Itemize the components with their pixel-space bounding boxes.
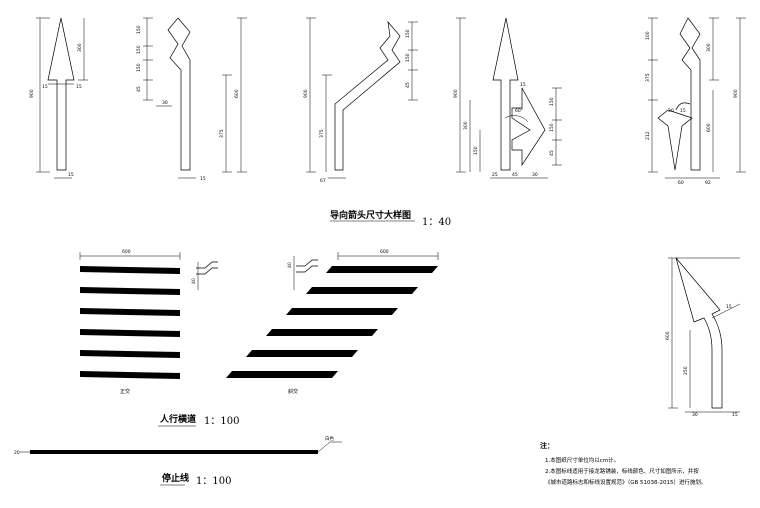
detail-arrow-w2: 30	[692, 412, 698, 418]
stopline: 20 白色	[14, 435, 342, 456]
crosswalk-bar	[306, 287, 418, 294]
crosswalk-skew-bars	[226, 266, 438, 378]
notes-line2: 2.本图标线适用于接龙路铺装，标线颜色、尺寸如图所示，并按	[545, 467, 699, 475]
arrow4-side1: 150	[549, 97, 555, 106]
arrow3-stem: 67	[320, 178, 326, 184]
crosswalk-bar	[80, 350, 180, 358]
arrow1-total: 900	[29, 89, 35, 98]
arrow3-seg1: 150	[405, 29, 411, 38]
arrow5-mid1: 60	[678, 180, 684, 186]
arrow1-head-half2: 15	[76, 84, 82, 90]
arrow-straight: 900 300 15 15 15	[29, 17, 88, 179]
arrow-turn-left: 150 150 150 45 30 375 600 15	[136, 17, 247, 182]
crosswalk-title: 人行横道	[159, 413, 196, 425]
arrow1-head-half: 15	[42, 84, 48, 90]
arrow4-head-w: 15	[520, 82, 526, 88]
arrow5-mid2: 92	[705, 180, 711, 186]
arrow4-lower: 300	[463, 121, 469, 130]
crosswalk-bar	[80, 329, 180, 337]
arrow3-total: 900	[303, 89, 309, 98]
arrow2-offset: 30	[162, 100, 168, 106]
stopline-scale: 1：100	[196, 476, 231, 487]
arrow1-stem: 15	[68, 172, 74, 178]
crosswalk-skew: 600 40 斜交	[226, 249, 439, 395]
crosswalk-gap1: 40	[191, 278, 197, 284]
arrow-u-turn: 100 375 212 300 600 900 30 15 60 92	[645, 17, 746, 186]
crosswalk-bar	[286, 308, 398, 315]
stopline-left-dim: 20	[14, 450, 20, 456]
crosswalk-straight-label: 正交	[120, 388, 130, 395]
stopline-title: 停止线	[162, 472, 189, 484]
arrow2-total: 600	[234, 89, 240, 98]
arrow4-b2: 45	[512, 172, 518, 178]
arrow3-lower: 375	[319, 129, 325, 138]
arrow4-b1: 25	[492, 172, 498, 178]
arrow2-seg1: 150	[136, 25, 142, 34]
arrow2-seg3: 150	[136, 63, 142, 72]
crosswalk-width1: 600	[122, 249, 131, 255]
arrow4-total: 900	[453, 89, 459, 98]
arrow5-w2: 15	[680, 108, 686, 114]
arrow2-lower: 375	[219, 129, 225, 138]
notes-line1: 1.本图纸尺寸单位均以cm计。	[545, 456, 619, 464]
notes-line3: 《城市道路标志和标线设置规范》（GB 51038-2015）进行施划。	[545, 478, 707, 486]
arrow4-b3: 30	[532, 172, 538, 178]
detail-arrow-w3: 15	[732, 412, 738, 418]
arrow5-left-total: 900	[733, 89, 739, 98]
arrow4-side3: 45	[549, 150, 555, 156]
arrow5-right-top: 300	[706, 43, 712, 52]
crosswalk-scale: 1：100	[204, 416, 239, 427]
crosswalk-bar	[246, 350, 358, 357]
crosswalk-straight: 600 40 正交	[79, 249, 218, 395]
arrow2-seg2: 150	[136, 45, 142, 54]
arrow5-right-lower: 600	[706, 123, 712, 132]
arrow-turn-right: 900 375 150 150 45 67	[303, 17, 418, 184]
crosswalk-width2: 600	[380, 249, 389, 255]
arrow4-angle: 60°	[515, 108, 523, 114]
crosswalk-bar	[80, 287, 180, 295]
arrow4-side2: 150	[549, 123, 555, 132]
crosswalk-straight-bars	[80, 266, 180, 379]
arrow-straight-right: 60° 900 300 150 150 150 45 15 25 45 30	[453, 17, 562, 179]
arrows-scale: 1：40	[422, 217, 451, 228]
detail-arrow-width: 15	[726, 304, 732, 310]
crosswalk-gap2: 40	[287, 262, 293, 268]
stopline-right-label: 白色	[325, 435, 334, 442]
crosswalk-bar	[80, 308, 180, 316]
arrow5-w1: 30	[668, 108, 674, 114]
detail-arrow: 600 250 15 30 15	[665, 257, 741, 418]
notes: 注： 1.本图纸尺寸单位均以cm计。 2.本图标线适用于接龙路铺装，标线颜色、尺…	[540, 441, 707, 486]
crosswalk-skew-label: 斜交	[288, 388, 298, 395]
crosswalk-bar	[326, 266, 438, 273]
arrow4-lower2: 150	[473, 146, 479, 155]
detail-arrow-total: 600	[665, 331, 671, 340]
arrow3-seg2: 150	[405, 53, 411, 62]
arrow5-t2: 375	[645, 73, 651, 82]
crosswalk-bar	[80, 371, 180, 379]
arrow2-seg4: 45	[136, 86, 142, 92]
arrow5-t3: 212	[645, 131, 651, 140]
notes-heading: 注：	[540, 441, 554, 450]
crosswalk-bar	[226, 371, 338, 378]
arrow3-seg3: 45	[405, 82, 411, 88]
arrow2-stem: 15	[200, 176, 206, 182]
crosswalk-bar	[80, 266, 180, 274]
detail-arrow-lower: 250	[683, 366, 689, 375]
crosswalk-bar	[266, 329, 378, 336]
arrow1-head: 300	[77, 43, 83, 52]
arrow5-t1: 100	[645, 31, 651, 40]
arrows-title: 导向箭头尺寸大样图	[330, 209, 411, 221]
